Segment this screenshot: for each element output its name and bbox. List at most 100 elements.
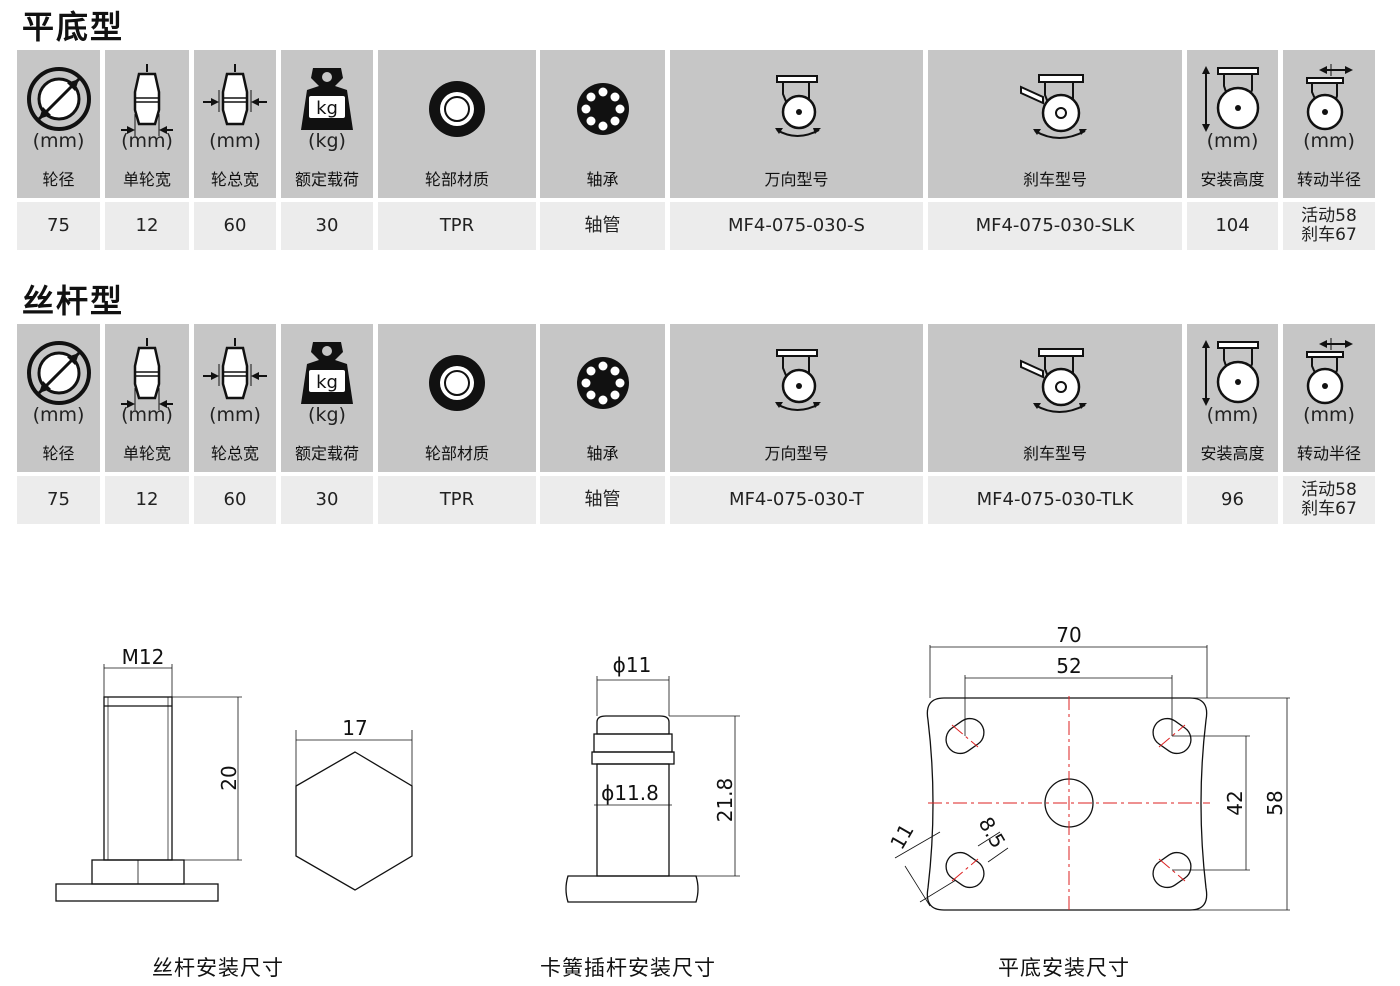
load-weight-icon: kg — [301, 68, 353, 130]
header-swivel-radius: (mm) 转动半径 — [1283, 50, 1375, 198]
dim-thread: M12 — [122, 645, 165, 669]
header-unit: (mm) — [1206, 404, 1259, 426]
header-material: 轮部材质 — [378, 324, 536, 472]
clip-stem-drawing — [565, 676, 740, 903]
value-cell: MF4-075-030-S — [670, 202, 923, 250]
header-label: 转动半径 — [1296, 444, 1361, 463]
header-unit: (mm) — [209, 130, 261, 152]
dim-inner-w: 52 — [1056, 654, 1081, 678]
dim-height: 21.8 — [713, 778, 737, 823]
header-label: 轴承 — [586, 444, 619, 463]
radius-brake: 刹车67 — [1301, 499, 1357, 519]
value-cell: 12 — [105, 202, 189, 250]
header-row: (mm) 轮径 (mm) 单轮宽 (mm) 轮总宽 kg (kg) 额定载荷 轮… — [17, 50, 1375, 198]
header-label: 轮总宽 — [210, 444, 259, 463]
value-cell-radius: 活动58 刹车67 — [1283, 202, 1375, 250]
header-swivel-model: 万向型号 — [670, 324, 923, 472]
header-bearing: 轴承 — [540, 50, 665, 198]
dim-slot-w: 8.5 — [974, 813, 1011, 853]
dim-slot-len: 11 — [885, 819, 919, 853]
values-row: 75 12 60 30 TPR 轴管 MF4-075-030-T MF4-075… — [17, 476, 1375, 524]
header-swivel-model: 万向型号 — [670, 50, 923, 198]
header-load: kg (kg) 额定载荷 — [281, 50, 373, 198]
value-cell: 96 — [1187, 476, 1278, 524]
value-cell: 75 — [17, 476, 100, 524]
load-weight-icon: kg — [301, 342, 353, 404]
value-cell: TPR — [378, 202, 536, 250]
wheel-diameter-icon — [26, 67, 91, 131]
header-label: 轮径 — [42, 170, 75, 189]
header-wheel-width: (mm) 单轮宽 — [105, 324, 189, 472]
header-unit: (mm) — [32, 130, 85, 152]
dim-outer-h: 58 — [1263, 790, 1287, 815]
wheel-material-icon — [429, 81, 485, 137]
kg-badge: kg — [316, 98, 338, 119]
header-label: 轮部材质 — [424, 170, 489, 189]
bearing-icon — [576, 83, 629, 135]
wheel-width-icon — [121, 64, 173, 136]
header-unit: (mm) — [32, 404, 85, 426]
header-unit: (kg) — [308, 404, 346, 426]
header-unit: (mm) — [209, 404, 261, 426]
value-cell: 60 — [194, 476, 276, 524]
header-swivel-radius: (mm) 转动半径 — [1283, 324, 1375, 472]
header-label: 单轮宽 — [122, 170, 171, 189]
header-label: 刹车型号 — [1022, 170, 1087, 189]
value-cell: TPR — [378, 476, 536, 524]
header-label: 轮径 — [42, 444, 75, 463]
header-label: 额定载荷 — [294, 170, 359, 189]
caption-clip: 卡簧插杆安装尺寸 — [540, 956, 716, 980]
mounting-height-icon — [1201, 340, 1259, 406]
header-label: 万向型号 — [764, 444, 829, 463]
value-cell: 轴管 — [540, 476, 665, 524]
dim-hex: 17 — [342, 716, 367, 740]
value-cell: 30 — [281, 476, 373, 524]
plate-centerlines — [928, 696, 1210, 912]
plate-drawing — [894, 645, 1290, 911]
header-total-width: (mm) 轮总宽 — [194, 324, 276, 472]
wheel-diameter-icon — [26, 341, 91, 405]
value-cell: 60 — [194, 202, 276, 250]
header-label: 轴承 — [586, 170, 619, 189]
header-label: 单轮宽 — [122, 444, 171, 463]
header-row: (mm) 轮径 (mm) 单轮宽 (mm) 轮总宽 kg (kg) 额定载荷 轮… — [17, 324, 1375, 472]
kg-badge: kg — [316, 372, 338, 393]
dim-length: 20 — [217, 765, 241, 790]
section-title-threaded: 丝杆型 — [22, 282, 125, 320]
value-cell: MF4-075-030-T — [670, 476, 923, 524]
bearing-icon — [576, 357, 629, 409]
header-brake-model: 刹车型号 — [928, 324, 1182, 472]
header-label: 刹车型号 — [1022, 444, 1087, 463]
dim-top-dia: ϕ11 — [613, 653, 652, 677]
swivel-radius-icon — [1306, 338, 1353, 405]
value-cell: MF4-075-030-TLK — [928, 476, 1182, 524]
header-mount-height: (mm) 安装高度 — [1187, 50, 1278, 198]
mounting-height-icon — [1201, 66, 1259, 132]
radius-swivel: 活动58 — [1301, 206, 1357, 226]
header-label: 安装高度 — [1200, 444, 1265, 463]
swivel-caster-icon — [774, 349, 821, 411]
threaded-stem-drawing — [55, 664, 413, 902]
dim-mid-dia: ϕ11.8 — [601, 781, 659, 805]
values-row: 75 12 60 30 TPR 轴管 MF4-075-030-S MF4-075… — [17, 202, 1375, 250]
caption-threaded: 丝杆安装尺寸 — [152, 956, 284, 980]
header-label: 轮总宽 — [210, 170, 259, 189]
radius-swivel: 活动58 — [1301, 480, 1357, 500]
header-wheel-diameter: (mm) 轮径 — [17, 50, 100, 198]
header-unit: (mm) — [1303, 130, 1355, 152]
header-load: kg (kg) 额定载荷 — [281, 324, 373, 472]
total-width-icon — [203, 64, 267, 126]
header-unit: (mm) — [121, 404, 173, 426]
header-unit: (kg) — [308, 130, 346, 152]
value-cell: 75 — [17, 202, 100, 250]
header-unit: (mm) — [1206, 130, 1259, 152]
header-label: 转动半径 — [1296, 170, 1361, 189]
header-label: 万向型号 — [764, 170, 829, 189]
header-label: 安装高度 — [1200, 170, 1265, 189]
header-bearing: 轴承 — [540, 324, 665, 472]
brake-caster-icon — [1020, 348, 1087, 413]
header-total-width: (mm) 轮总宽 — [194, 50, 276, 198]
value-cell: MF4-075-030-SLK — [928, 202, 1182, 250]
header-unit: (mm) — [121, 130, 173, 152]
wheel-material-icon — [429, 355, 485, 411]
